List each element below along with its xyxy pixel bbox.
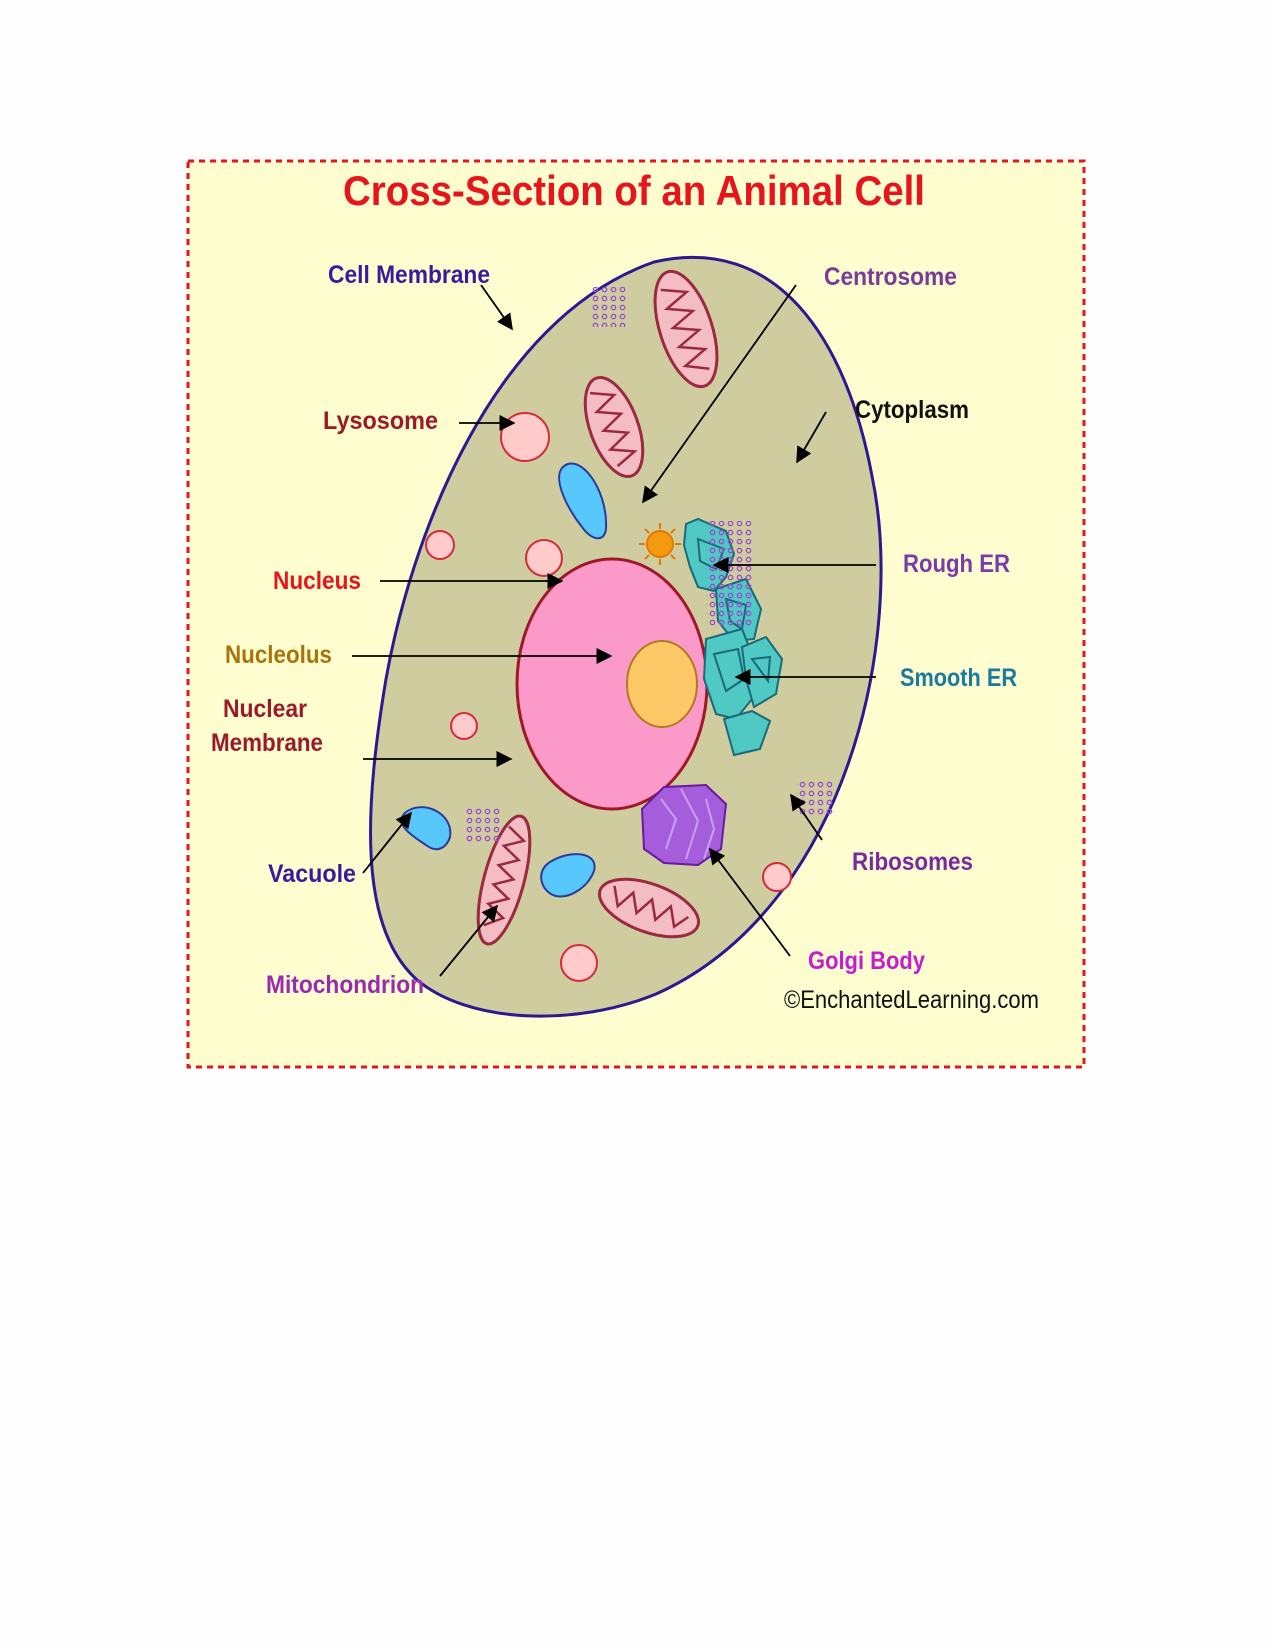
arrow-icon — [480, 284, 513, 331]
pointer-arrows — [352, 284, 876, 977]
copyright-credit: ©EnchantedLearning.com — [784, 986, 1039, 1014]
label-centrosome: Centrosome — [824, 263, 957, 291]
centrosome-icon — [639, 523, 681, 565]
arrow-icon — [796, 411, 827, 464]
label-cell-membrane: Cell Membrane — [328, 261, 490, 289]
ribosomes — [464, 807, 500, 843]
ribosomes-on-rough-er — [706, 521, 754, 626]
golgi-body — [640, 783, 728, 867]
label-cytoplasm: Cytoplasm — [855, 396, 969, 424]
diagram-title: Cross-Section of an Animal Cell — [343, 167, 925, 214]
label-nuclear-membrane: Membrane — [211, 729, 323, 757]
arrow-icon — [790, 793, 823, 841]
arrow-icon — [642, 284, 797, 504]
label-smooth-er: Smooth ER — [900, 664, 1017, 692]
label-lysosome: Lysosome — [323, 407, 438, 435]
label-ribosomes: Ribosomes — [852, 848, 973, 876]
label-rough-er: Rough ER — [903, 550, 1010, 578]
nucleus — [515, 557, 709, 811]
arrow-icon — [439, 904, 499, 977]
ribosomes — [591, 287, 627, 327]
arrow-icon — [362, 811, 413, 874]
vacuoles — [400, 462, 608, 898]
label-golgi-body: Golgi Body — [808, 947, 925, 975]
label-mitochondrion: Mitochondrion — [266, 971, 424, 999]
cell-diagram-figure: Cross-Section of an Animal Cell — [186, 159, 1086, 1069]
arrow-icon — [709, 847, 791, 957]
label-vacuole: Vacuole — [268, 860, 356, 888]
mitochondria — [476, 269, 719, 946]
nucleolus — [626, 640, 698, 728]
label-nucleolus: Nucleolus — [225, 641, 332, 669]
label-nucleus: Nucleus — [273, 567, 361, 595]
lysosomes — [425, 412, 792, 982]
label-nuclear-membrane: Nuclear — [223, 695, 307, 723]
